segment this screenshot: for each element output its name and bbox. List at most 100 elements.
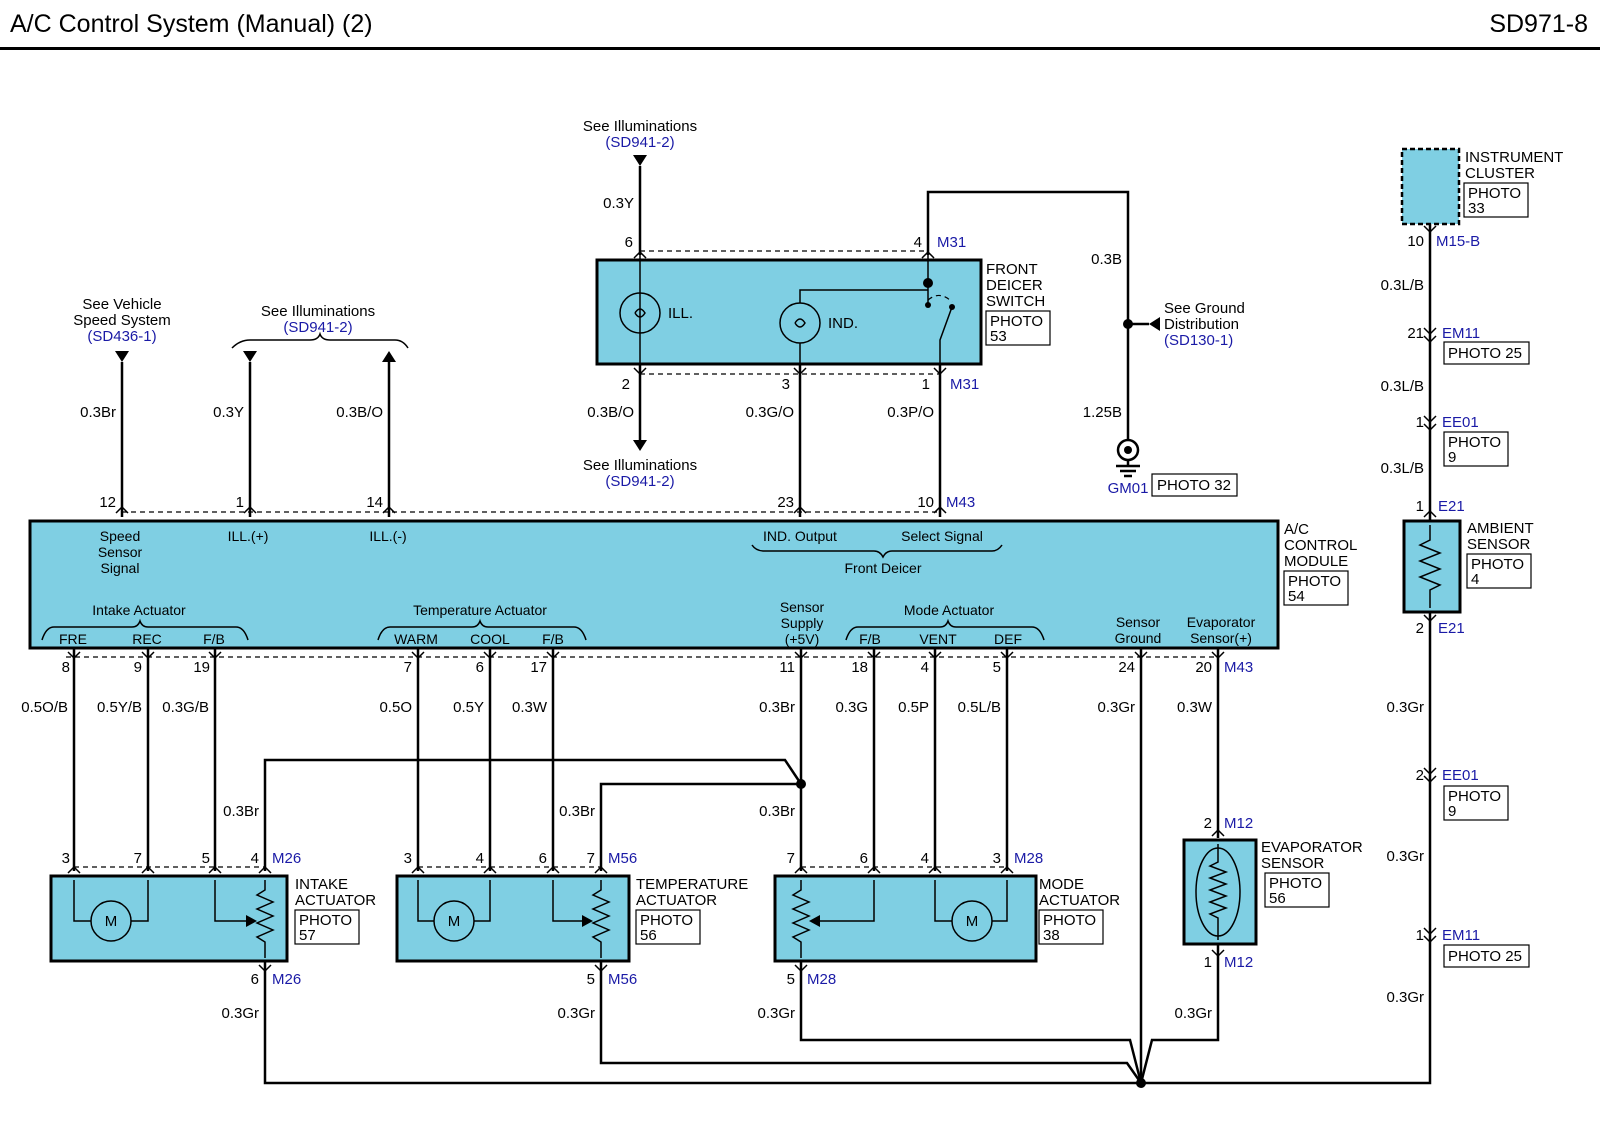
component-name: A/C [1284, 521, 1309, 538]
connector-label: M28 [807, 971, 836, 988]
photo-label: PHOTO [1269, 875, 1322, 892]
ref-line: See Ground [1164, 300, 1245, 317]
potentiometer-icon [791, 880, 811, 958]
component-name: EVAPORATOR [1261, 839, 1363, 856]
vehicle-speed-reference: See Vehicle Speed System (SD436-1) [73, 296, 171, 362]
wire-color: 0.3W [1177, 699, 1213, 716]
wire-color: 0.3B [1091, 251, 1122, 268]
wire-color: 0.3P/O [887, 404, 934, 421]
terminal-label: FRE [59, 631, 87, 647]
pin-number: 24 [1118, 659, 1135, 676]
ref-link: (SD941-2) [283, 319, 352, 336]
component-name: INTAKE [295, 876, 348, 893]
terminal-label: Front Deicer [844, 560, 921, 576]
wire-color: 0.3B/O [587, 404, 634, 421]
photo-label: 56 [1269, 890, 1286, 907]
ref-link: (SD941-2) [605, 134, 674, 151]
pin-chevrons [67, 225, 1437, 973]
terminal-label: F/B [859, 631, 881, 647]
ref-line: See Illuminations [261, 303, 375, 320]
terminal-label: Sensor [1116, 614, 1161, 630]
ambient-sensor: 1 E21 2 E21 AMBIENT SENSOR PHOTO 4 [1402, 498, 1534, 637]
connector-label: M26 [272, 971, 301, 988]
connector-label: M26 [272, 850, 301, 867]
terminal-label: (+5V) [785, 631, 820, 647]
group-label: Mode Actuator [904, 602, 995, 618]
ground-distribution-reference: See Ground Distribution (SD130-1) [1149, 300, 1245, 349]
wire-color: 0.3L/B [1381, 378, 1424, 395]
potentiometer-icon [255, 880, 275, 958]
motor-label: M [448, 913, 461, 930]
wire-color: 0.3Gr [757, 1005, 795, 1022]
front-deicer-switch: ILL. IND. FRONT DEICER SWITCH PHOTO 53 6… [595, 234, 1051, 393]
component-name: MODULE [1284, 553, 1348, 570]
pin-number: 9 [134, 659, 142, 676]
photo-label: 38 [1043, 927, 1060, 944]
thermistor-icon [1417, 525, 1443, 608]
pin-number: 7 [404, 659, 412, 676]
wire-color: 0.5Y/B [97, 699, 142, 716]
down-arrow-icon [633, 440, 647, 451]
lamp-ind-label: IND. [828, 315, 858, 332]
terminal-label: F/B [203, 631, 225, 647]
pin-number: 6 [539, 850, 547, 867]
mode-actuator: M 7 6 4 3 M28 5 M28 MODE ACTUATOR PHOTO … [773, 850, 1120, 988]
connector-label: E21 [1438, 498, 1465, 515]
terminal-label: Speed [100, 528, 140, 544]
wire-color: 0.3G [835, 699, 868, 716]
pin-number: 3 [782, 376, 790, 393]
switch-contact [939, 306, 953, 366]
wire-color: 0.3Br [759, 803, 795, 820]
pin-number: 1 [1416, 414, 1424, 431]
wire-color: 0.5O/B [21, 699, 68, 716]
splice [1123, 319, 1133, 329]
pin-number: 7 [134, 850, 142, 867]
connector-label: M56 [608, 850, 637, 867]
illumination-reference-top: See Illuminations (SD941-2) [583, 118, 697, 166]
wire [263, 612, 1432, 1085]
pin-number: 23 [777, 494, 794, 511]
pin-number: 14 [366, 494, 383, 511]
wire-color: 0.3Gr [1174, 1005, 1212, 1022]
wire-color: 0.3Br [223, 803, 259, 820]
pin-number: 5 [993, 659, 1001, 676]
connector-ee01-upper: 1 EE01 PHOTO 9 [1416, 414, 1509, 467]
photo-label: PHOTO [1448, 788, 1501, 805]
terminal-label: F/B [542, 631, 564, 647]
photo-label: PHOTO [1288, 573, 1341, 590]
component-name: INSTRUMENT [1465, 149, 1563, 166]
illumination-reference-left: See Illuminations (SD941-2) [231, 303, 409, 362]
connector-label: EE01 [1442, 767, 1479, 784]
pin-number: 3 [993, 850, 1001, 867]
group-label: Intake Actuator [92, 602, 186, 618]
wire [599, 961, 1143, 1084]
terminal-label: Supply [781, 615, 824, 631]
down-arrow-icon [243, 351, 257, 362]
bracket [231, 331, 409, 349]
terminal-label: Evaporator [1187, 614, 1256, 630]
wire-color: 1.25B [1083, 404, 1122, 421]
ref-line: See Illuminations [583, 118, 697, 135]
connector-label: M15-B [1436, 233, 1480, 250]
pin-number: 17 [530, 659, 547, 676]
wire-color: 0.3Gr [1386, 848, 1424, 865]
connector-label: EM11 [1442, 927, 1480, 944]
photo-label: 4 [1471, 571, 1479, 588]
component-name: TEMPERATURE [636, 876, 748, 893]
component-name: ACTUATOR [1039, 892, 1120, 909]
photo-label: 9 [1448, 449, 1456, 466]
wire [799, 961, 1143, 1084]
terminal-label: WARM [394, 631, 438, 647]
wire [263, 758, 803, 871]
wire-color: 0.3Br [80, 404, 116, 421]
terminal-label: IND. Output [763, 528, 837, 544]
connector-ee01-lower: 2 EE01 PHOTO 9 [1416, 767, 1509, 821]
pin-number: 4 [914, 234, 922, 251]
component-name: DEICER [986, 277, 1043, 294]
instrument-cluster: INSTRUMENT CLUSTER PHOTO 33 10 M15-B [1400, 147, 1563, 250]
photo-label: 54 [1288, 588, 1305, 605]
connector-label: M12 [1224, 954, 1253, 971]
down-arrow-icon [633, 155, 647, 166]
photo-label: 33 [1468, 200, 1485, 217]
pin-number: 3 [404, 850, 412, 867]
